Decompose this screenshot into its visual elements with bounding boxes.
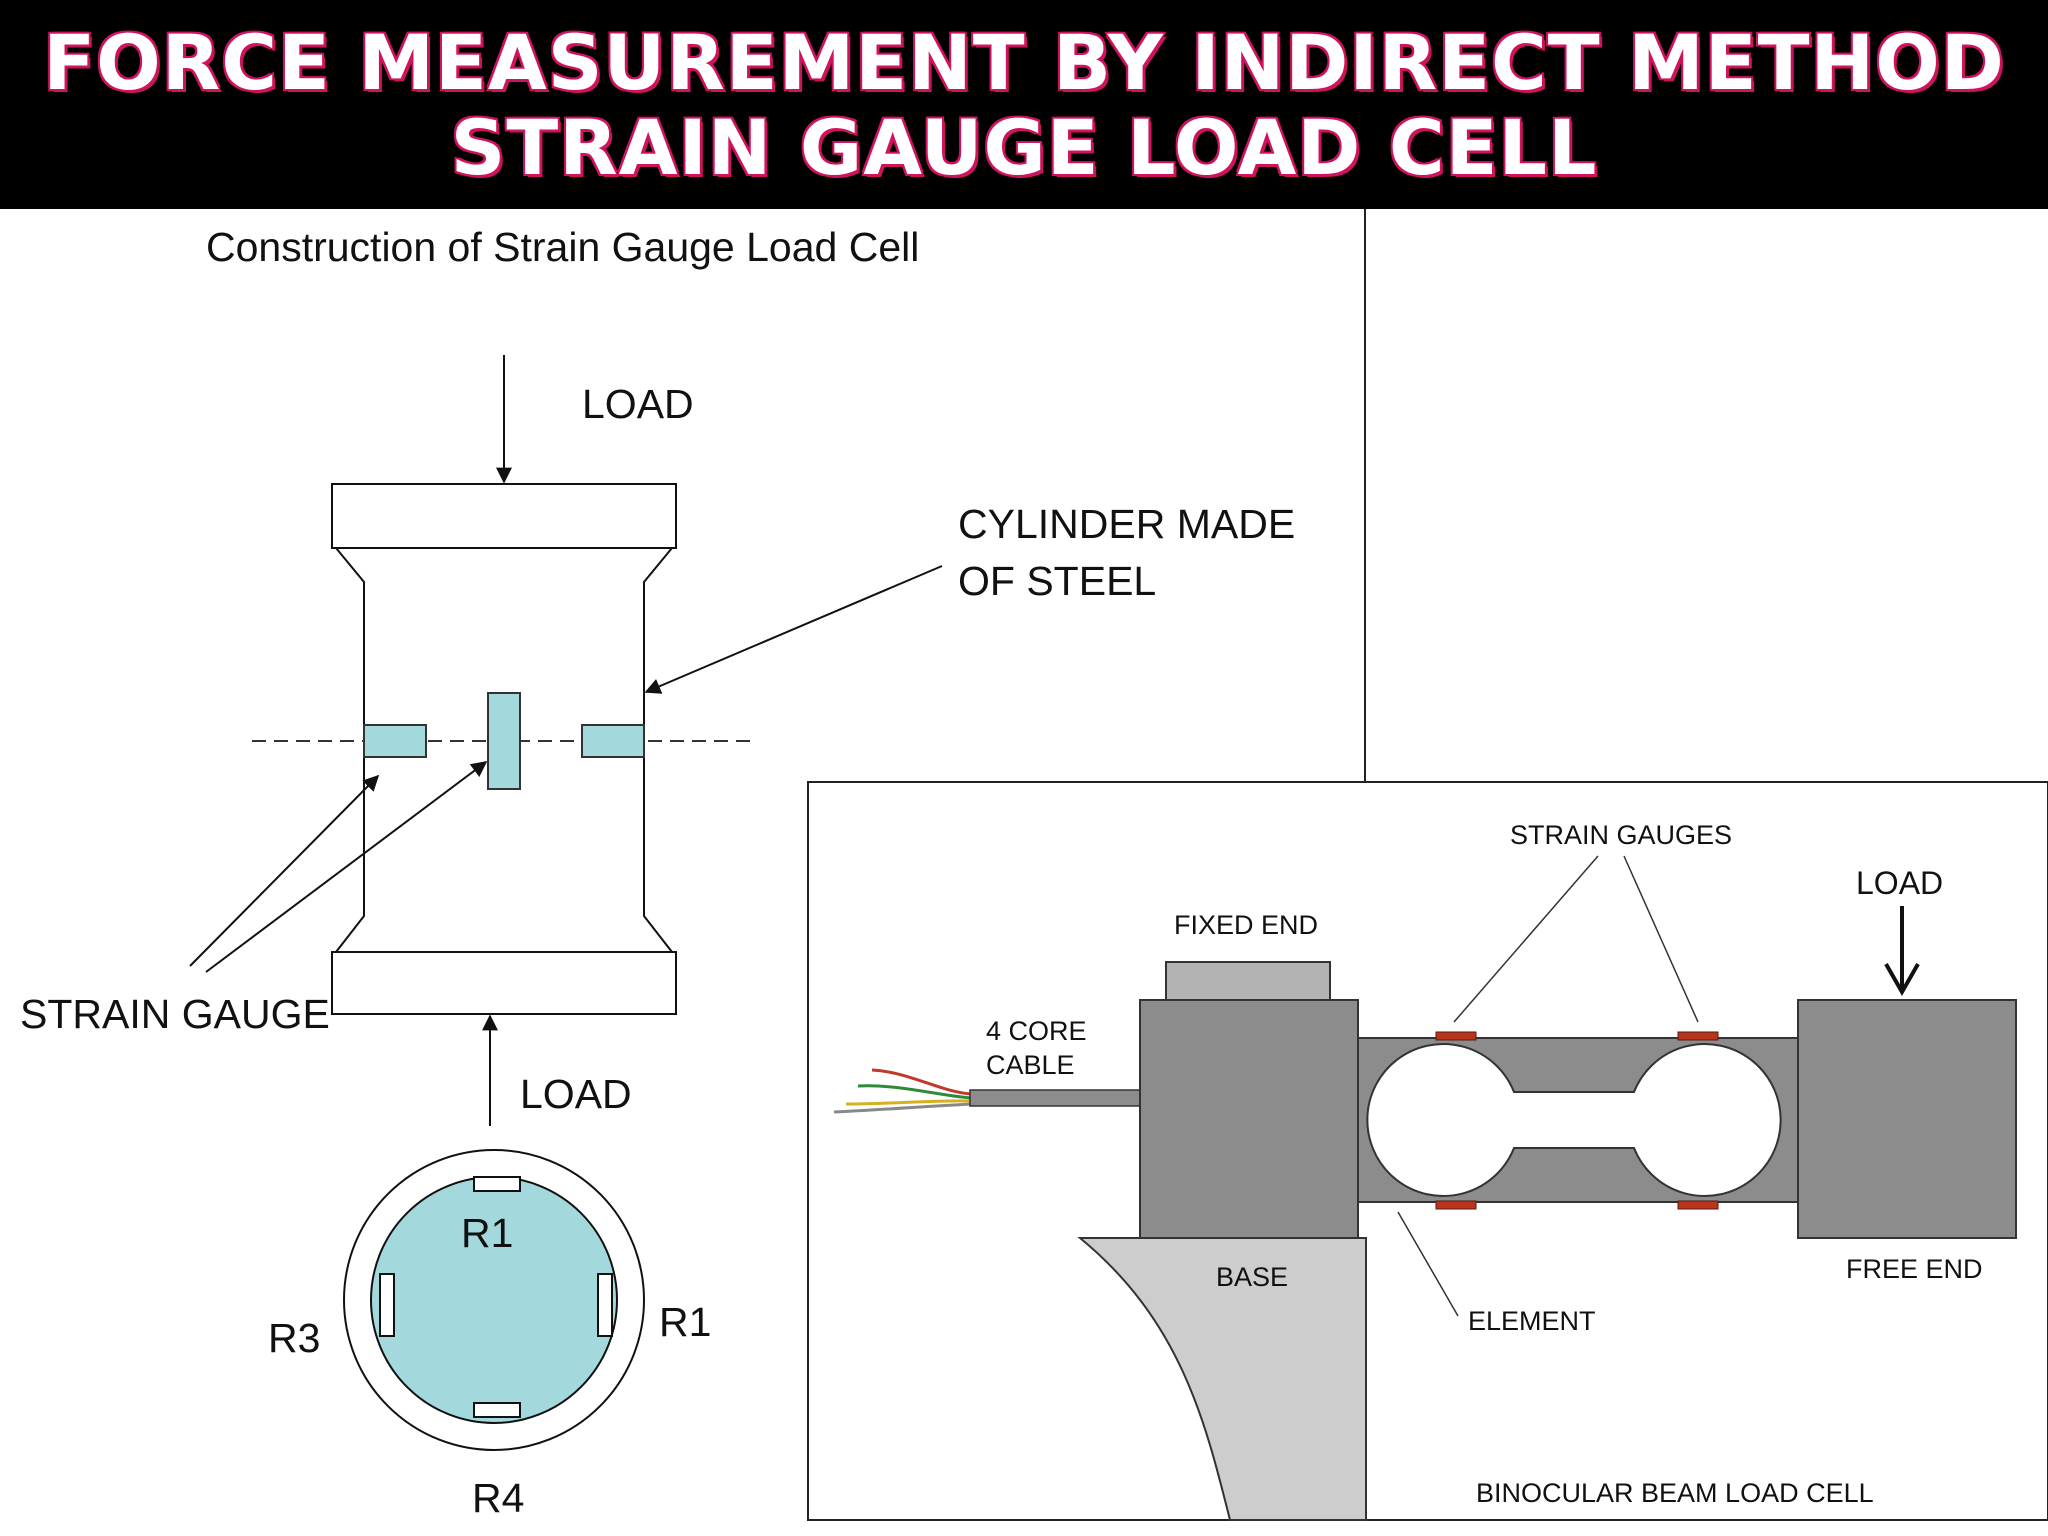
title-banner: FORCE MEASUREMENT BY INDIRECT METHOD STR… — [0, 0, 2048, 209]
resistor-pad-top — [473, 1176, 521, 1192]
element-leader — [1397, 1211, 1459, 1317]
strain-gauge-right — [581, 724, 645, 758]
cylinder-load-cell: Construction of Strain Gauge Load Cell L… — [20, 224, 1295, 1126]
base-label: BASE — [1216, 1262, 1288, 1292]
strain-gauge-left — [363, 724, 427, 758]
cylinder-label-line-1: CYLINDER MADE — [958, 501, 1295, 547]
title-line-2: STRAIN GAUGE LOAD CELL — [449, 102, 1598, 194]
binocular-hole — [1366, 1043, 1782, 1197]
cylinder-label-line-2: OF STEEL — [958, 558, 1156, 604]
beam-load-label: LOAD — [1856, 865, 1943, 901]
strain-gauges-label: STRAIN GAUGES — [1510, 820, 1732, 850]
free-end-block — [1797, 999, 2017, 1239]
load-label-bottom: LOAD — [520, 1071, 632, 1117]
fixed-end-cap — [1165, 961, 1331, 1001]
construction-heading: Construction of Strain Gauge Load Cell — [206, 224, 919, 270]
cable-wire-yellow — [845, 1099, 973, 1106]
resistor-label-right: R1 — [659, 1299, 711, 1345]
beam-load-arrow-head — [1884, 963, 1920, 997]
beam-gauge-bottom-right — [1677, 1200, 1719, 1210]
fixed-end-block — [1139, 999, 1359, 1239]
resistor-label-left: R3 — [268, 1315, 320, 1361]
cylinder-leader-arrow — [644, 565, 943, 694]
resistor-pad-left — [379, 1273, 395, 1337]
binocular-beam-load-cell: STRAIN GAUGES LOAD FIXED END 4 CORE CABL… — [833, 820, 2017, 1521]
resistor-pad-bottom — [473, 1402, 521, 1418]
title-line-1: FORCE MEASUREMENT BY INDIRECT METHOD — [42, 17, 2006, 109]
strain-gauge-label: STRAIN GAUGE — [20, 991, 330, 1037]
cable-label-line-1: 4 CORE — [986, 1016, 1087, 1046]
beam-gauge-top-left — [1435, 1031, 1477, 1041]
load-label-top: LOAD — [582, 381, 694, 427]
cable-sheath — [969, 1089, 1141, 1107]
base-support — [1077, 1237, 1367, 1521]
cylinder-top-flange — [331, 483, 677, 549]
strain-gauges-leader-right — [1623, 855, 1699, 1023]
strain-gauges-leader-left — [1453, 855, 1599, 1023]
resistor-label-top: R1 — [461, 1210, 513, 1256]
cable-label-line-2: CABLE — [986, 1050, 1075, 1080]
strain-gauge-leader-1 — [189, 774, 380, 967]
fixed-end-label: FIXED END — [1174, 910, 1318, 940]
strain-gauge-center — [487, 692, 521, 790]
free-end-label: FREE END — [1846, 1254, 1983, 1284]
element-label: ELEMENT — [1468, 1306, 1596, 1336]
resistor-label-bottom: R4 — [472, 1475, 524, 1521]
binocular-caption: BINOCULAR BEAM LOAD CELL — [1476, 1478, 1874, 1508]
beam-gauge-bottom-left — [1435, 1200, 1477, 1210]
cable-wire-red — [871, 1068, 973, 1096]
resistor-pad-right — [597, 1273, 613, 1337]
cable-wire-gray — [833, 1102, 973, 1114]
beam-gauge-top-right — [1677, 1031, 1719, 1041]
cable-wire-green — [857, 1084, 973, 1100]
cylinder-cross-section: R1 R1 R3 R4 — [268, 1149, 711, 1521]
cylinder-bottom-flange — [331, 951, 677, 1015]
strain-gauge-leader-2 — [205, 761, 488, 973]
